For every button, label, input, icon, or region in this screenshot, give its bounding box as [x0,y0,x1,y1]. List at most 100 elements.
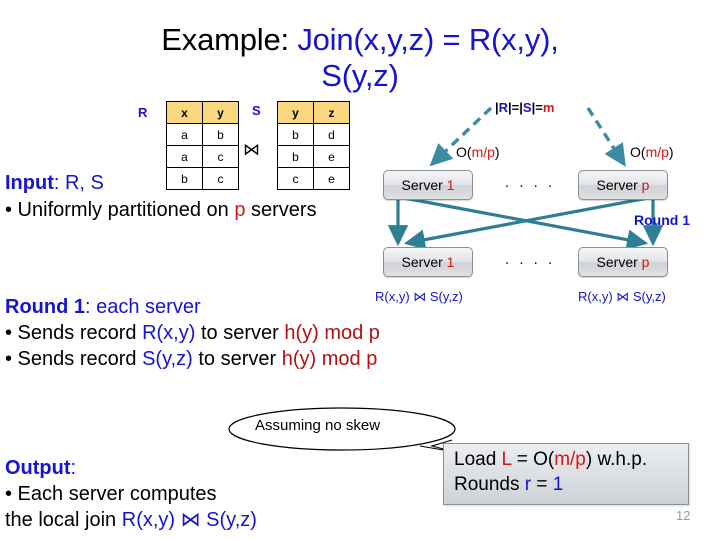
rounds-prefix: Rounds [454,474,525,495]
table-relation-s: y z b d b e c e [277,101,350,190]
table-relation-r: x y a b a c b c [166,101,239,190]
cost-close: ) [494,144,500,160]
output-bullet-line1: • Each server computes [5,483,217,505]
input-heading: Input [5,172,54,194]
table-cell: b [277,145,314,168]
title-prefix: Example: [161,22,298,57]
server-word: Server [596,254,642,270]
cost-label-right: O(m/p) [630,144,674,160]
server-id: 1 [446,254,455,270]
load-value: m/p [554,449,586,470]
cost-label-left: O(m/p) [456,144,500,160]
ellipsis-top: . . . . [505,174,556,191]
round1-bullet-2: • Sends record S(y,z) to server h(y) mod… [5,346,380,372]
round1-heading-rest: : each server [85,296,201,318]
column-header: z [313,101,350,124]
load-line: Load L = O(m/p) w.h.p. [454,449,647,471]
bullet2-hash: h(y) mod p [281,348,378,370]
table-header-row: y z [277,101,350,124]
output-heading-colon: : [70,457,77,479]
table-cell: c [202,167,239,190]
relation-label-s: S [252,103,261,118]
column-header: y [277,101,314,124]
cost-value: m/p [645,144,669,160]
round1-bullet-1: • Sends record R(x,y) to server h(y) mod… [5,320,380,346]
server-box-top-right[interactable]: Server p [578,170,668,200]
bullet1-prefix: • Sends record [5,322,143,344]
table-row: b e [277,145,350,168]
rounds-line: Rounds r = 1 [454,474,563,496]
cardinality-eq2: |= [531,100,543,115]
server-id: p [641,254,650,270]
cost-value: m/p [471,144,495,160]
output-line2-join: R(x,y) ⋈ S(y,z) [121,509,257,531]
load-summary-box: Load L = O(m/p) w.h.p. Rounds r = 1 [443,443,689,505]
server-word: Server [596,177,642,193]
table-cell: e [313,167,350,190]
table-row: b c [166,167,239,190]
bullet-text-p: p [234,199,246,221]
output-bullet-line2: the local join R(x,y) ⋈ S(y,z) [5,507,257,533]
join-result-label-left: R(x,y) ⋈ S(y,z) [375,289,463,304]
bullet2-prefix: • Sends record [5,348,143,370]
load-suffix: ) w.h.p. [585,449,648,470]
bullet2-mid: to server [192,348,282,370]
cost-open: O( [630,144,646,160]
load-prefix: Load [454,449,502,470]
input-heading-line: Input: R, S [5,172,104,195]
join-result-label-right: R(x,y) ⋈ S(y,z) [578,289,666,304]
join-symbol-icon: ⋈ [243,140,260,159]
callout-text: Assuming no skew [255,417,381,434]
round1-heading-line: Round 1: each server [5,294,380,320]
server-box-bottom-right[interactable]: Server p [578,247,668,277]
title-join-expression: Join(x,y,z) = R(x,y), [297,22,559,57]
round-label-diagram: Round 1 [634,212,690,228]
table-cell: d [313,123,350,146]
bullet1-mid: to server [195,322,285,344]
round1-text-block: Round 1: each server • Sends record R(x,… [5,294,380,372]
table-row: a c [166,145,239,168]
table-header-row: x y [166,101,239,124]
cost-open: O( [456,144,472,160]
load-symbol: L [501,449,512,470]
page-title: Example: Join(x,y,z) = R(x,y), S(y,z) [60,22,660,94]
bullet1-hash: h(y) mod p [284,322,380,344]
cardinality-s: S [522,100,532,115]
cardinality-bar: | [495,100,499,115]
server-box-top-left[interactable]: Server 1 [383,170,473,200]
cost-close: ) [668,144,674,160]
cardinality-m: m [542,100,555,115]
table-cell: b [277,123,314,146]
table-cell: c [202,145,239,168]
cardinality-r: R [498,100,509,115]
output-text-block: Output: • Each server computes the local… [5,455,257,533]
dashed-arrow-right [586,107,626,167]
callout-ellipse [228,407,456,451]
table-cell: b [166,167,203,190]
server-box-bottom-left[interactable]: Server 1 [383,247,473,277]
load-mid: = O( [511,449,555,470]
input-heading-value: : R, S [53,172,104,194]
dashed-arrow-left [429,106,493,167]
output-line2-prefix: the local join [5,509,122,531]
page-number: 12 [676,508,691,523]
bullet1-relation: R(x,y) [142,322,196,344]
bullet-text-prefix: • Uniformly partitioned on [5,199,235,221]
server-id: p [641,177,650,193]
server-word: Server [401,254,447,270]
cardinality-eq1: |=| [508,100,523,115]
relation-label-r: R [138,105,148,120]
table-cell: a [166,145,203,168]
arrow-cross-right-to-left [403,196,649,250]
rounds-symbol: r [524,474,532,495]
output-heading: Output [5,457,71,479]
table-cell: e [313,145,350,168]
table-row: c e [277,167,350,190]
table-row: b d [277,123,350,146]
server-word: Server [401,177,447,193]
column-header: x [166,101,203,124]
server-id: 1 [446,177,455,193]
rounds-eq: = [531,474,553,495]
column-header: y [202,101,239,124]
